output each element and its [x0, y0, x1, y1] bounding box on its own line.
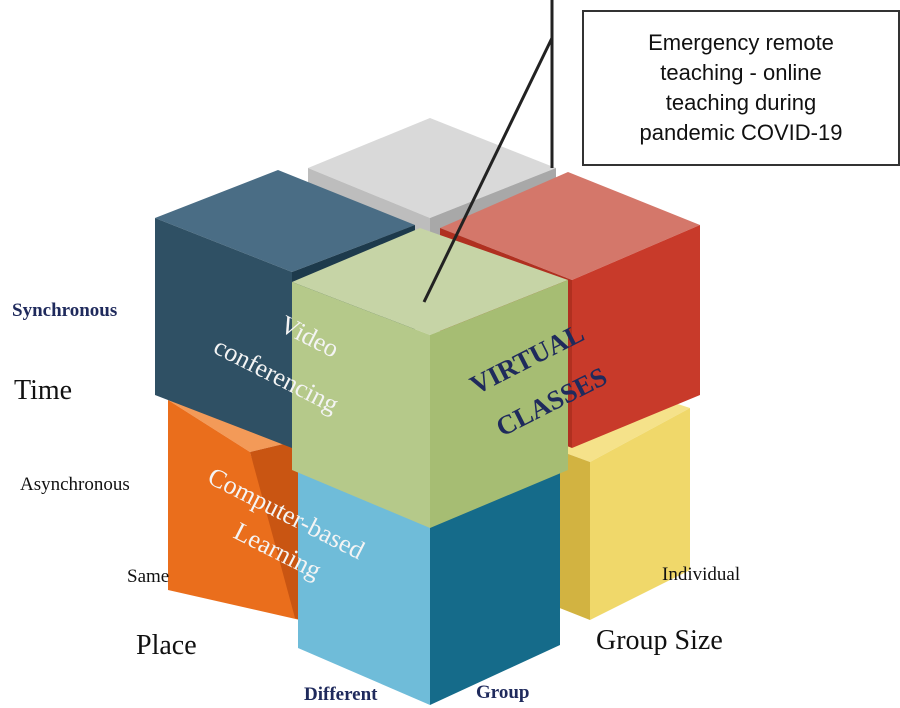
callout-box: Emergency remote teaching - online teach… — [582, 10, 900, 166]
time-axis-label: Time — [14, 375, 73, 406]
different-label: Different — [304, 684, 378, 705]
asynchronous-label: Asynchronous — [20, 474, 130, 495]
group-label: Group — [476, 682, 530, 703]
individual-label: Individual — [662, 564, 741, 585]
callout-text: Emergency remote teaching - online teach… — [639, 30, 843, 145]
group-size-axis-label: Group Size — [596, 625, 723, 656]
cube-yellow-individual — [552, 395, 690, 620]
synchronous-label: Synchronous — [12, 300, 118, 321]
callout-pointer-line — [422, 37, 554, 303]
place-axis-label: Place — [136, 630, 197, 661]
cube-green-emergency-remote — [292, 228, 568, 528]
same-label: Same — [127, 566, 170, 587]
